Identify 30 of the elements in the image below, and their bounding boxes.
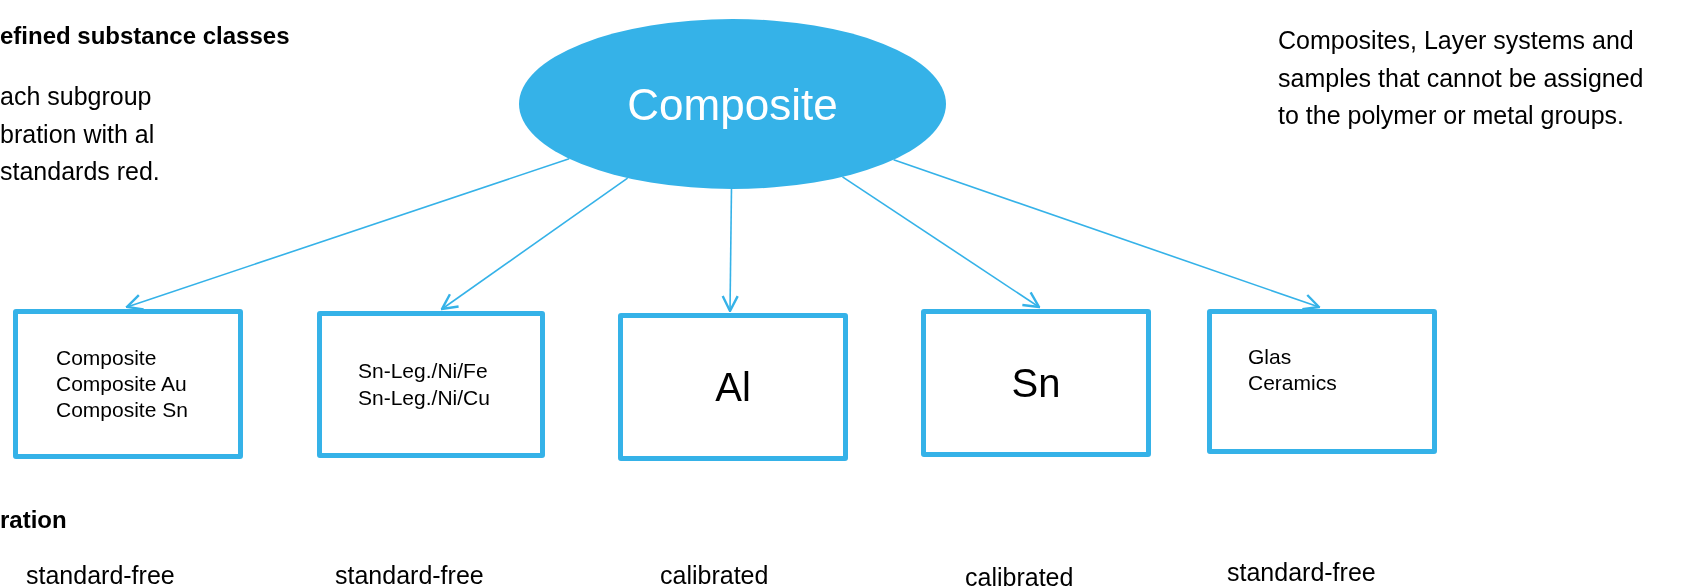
- heading: efined substance classes: [0, 21, 290, 51]
- calibration-label: standard-free: [26, 560, 175, 587]
- arrow: [841, 176, 1041, 309]
- substance-class-label: Sn-Leg./Ni/Fe: [358, 358, 488, 385]
- arrow: [721, 188, 739, 313]
- category-box: [1207, 309, 1437, 454]
- substance-class-label: Composite Sn: [56, 397, 188, 424]
- heading: ration: [0, 505, 67, 535]
- substance-class-label: Al: [715, 364, 751, 411]
- category-title: Composite: [627, 78, 838, 131]
- category-box: [13, 309, 243, 459]
- arrow: [125, 157, 570, 311]
- description-text: ach subgroup bration with al standards red.: [0, 81, 161, 187]
- category-box: [317, 311, 545, 458]
- category-box: [921, 309, 1151, 457]
- description-text: Composites, Layer systems and samples that cannot be assigned to the polymer or metal groups.: [1278, 25, 1645, 131]
- substance-class-label: Ceramics: [1248, 370, 1337, 397]
- arrow: [892, 158, 1321, 311]
- category-ellipse: [519, 19, 946, 189]
- calibration-label: standard-free: [335, 560, 484, 587]
- arrow: [440, 177, 629, 311]
- substance-class-label: Sn: [1011, 360, 1061, 407]
- calibration-label: calibrated: [660, 560, 769, 587]
- substance-class-label: Glas: [1248, 344, 1292, 370]
- substance-class-label: Composite Au: [56, 370, 187, 397]
- category-box: [618, 313, 848, 461]
- substance-class-label: Sn-Leg./Ni/Cu: [358, 384, 490, 411]
- calibration-label: calibrated: [965, 562, 1074, 587]
- substance-class-label: Composite: [56, 344, 157, 371]
- calibration-label: standard-free: [1227, 557, 1376, 587]
